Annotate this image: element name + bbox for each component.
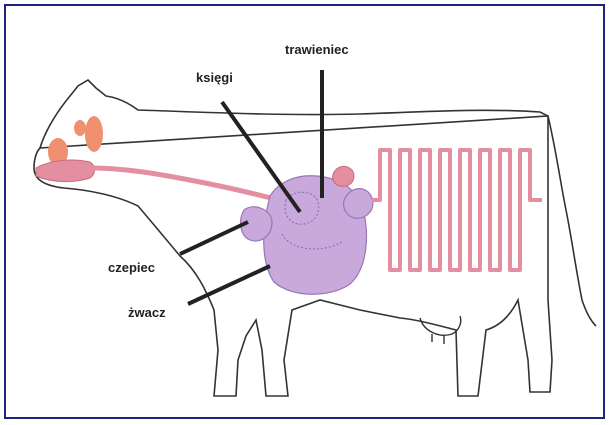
mouth: [36, 160, 95, 182]
gland-small: [74, 120, 86, 136]
leader-czepiec: [180, 222, 248, 254]
pylorus: [333, 166, 354, 186]
label-ksiegi: księgi: [196, 70, 233, 85]
parotid-gland: [85, 116, 103, 152]
label-zwacz: żwacz: [128, 305, 166, 320]
intestines: [372, 150, 542, 270]
label-trawieniec: trawieniec: [285, 42, 349, 57]
trawieniec-abomasum: [344, 189, 373, 219]
label-czepiec: czepiec: [108, 260, 155, 275]
esophagus: [90, 168, 280, 200]
leader-zwacz: [188, 266, 270, 304]
